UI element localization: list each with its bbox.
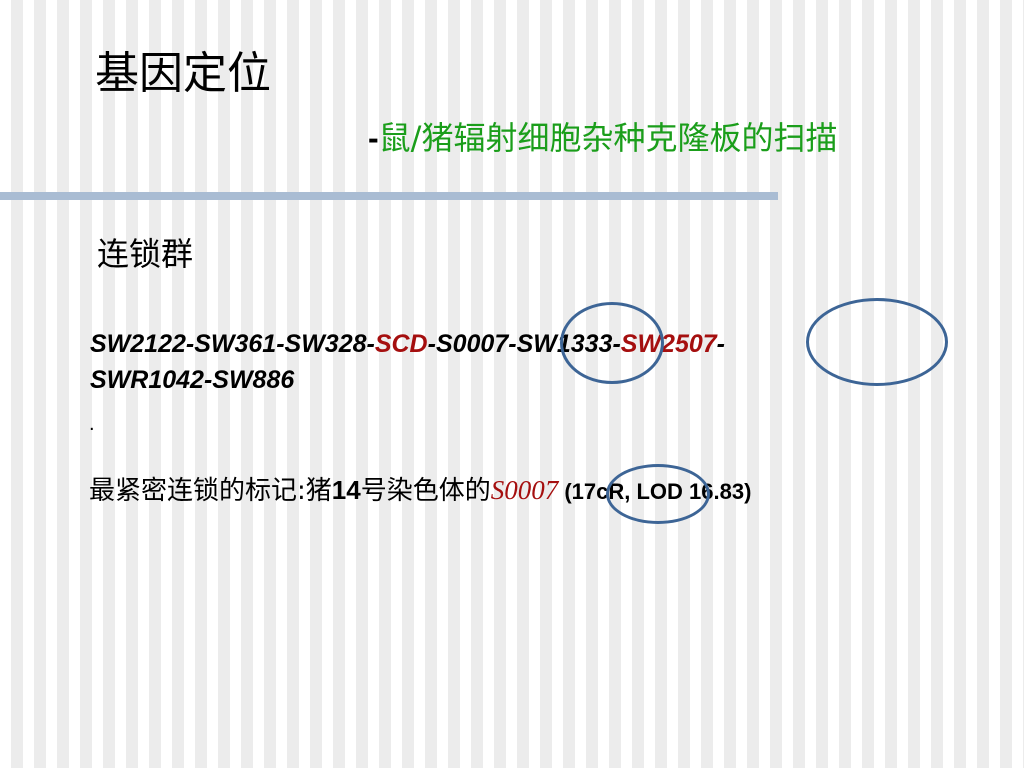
subtitle-dash: - — [368, 120, 379, 156]
chromosome-number: 14 — [331, 475, 361, 505]
highlight-circle-sw2507 — [806, 298, 948, 386]
linkage-segment: - — [716, 330, 725, 358]
subtitle-text: 鼠/猪辐射细胞杂种克隆板的扫描 — [378, 119, 838, 157]
linkage-line-2: SWR1042-SW886 — [90, 366, 295, 394]
closest-prefix: 最紧密连锁的标记:猪 — [89, 476, 332, 506]
highlight-circle-closest-marker — [606, 464, 710, 524]
linkage-group: SW2122-SW361-SW328-SCD-S0007-SW1333-SW25… — [90, 326, 990, 398]
linkage-segment: SW2122-SW361-SW328- — [90, 330, 375, 358]
slide-title: 基因定位 — [95, 48, 271, 99]
highlight-circle-s0007 — [560, 302, 664, 384]
slide-subtitle: -鼠/猪辐射细胞杂种克隆板的扫描 — [368, 116, 837, 160]
bullet-dot: . — [89, 413, 95, 435]
title-divider — [0, 192, 778, 200]
closest-marker-name: S0007 — [490, 475, 559, 505]
linkage-segment-highlight: SCD — [374, 330, 428, 358]
closest-middle: 号染色体的 — [360, 476, 491, 506]
section-heading: 连锁群 — [97, 235, 194, 273]
